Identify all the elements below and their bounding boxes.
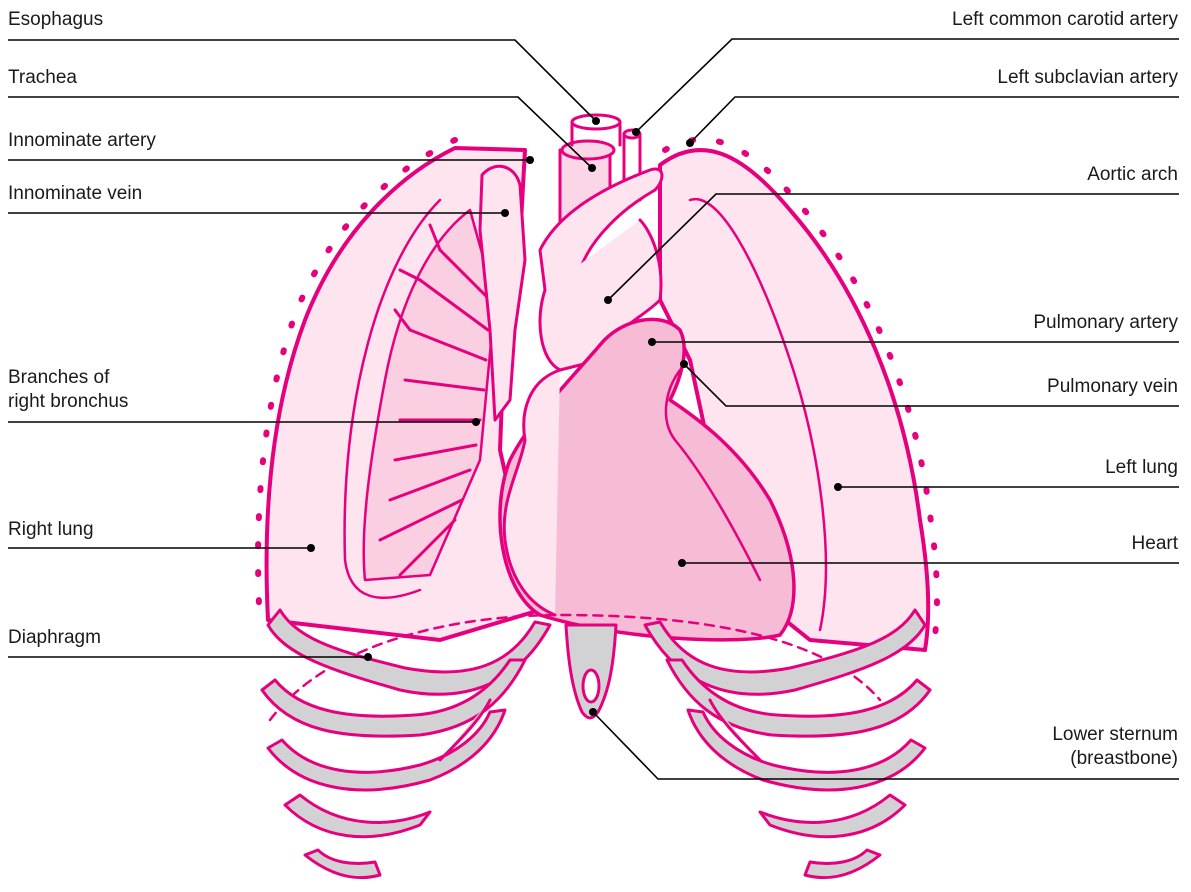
label-aortic-arch: Aortic arch <box>1087 163 1178 187</box>
label-left-common-carotid-artery: Left common carotid artery <box>952 8 1178 32</box>
label-pulmonary-vein: Pulmonary vein <box>1047 375 1178 399</box>
label-lower-sternum-line2: (breastbone) <box>1052 747 1178 771</box>
label-lower-sternum-line1: Lower sternum <box>1052 723 1178 747</box>
label-branches-right-bronchus: Branches of right bronchus <box>8 366 128 414</box>
label-right-lung: Right lung <box>8 518 94 542</box>
label-innominate-artery: Innominate artery <box>8 129 156 153</box>
label-left-lung: Left lung <box>1105 456 1178 480</box>
leader-left-subclavian-artery <box>690 97 1179 143</box>
label-branches-line2: right bronchus <box>8 390 128 414</box>
trachea-top <box>562 141 614 159</box>
label-diaphragm: Diaphragm <box>8 626 101 650</box>
label-heart: Heart <box>1132 532 1178 556</box>
label-pulmonary-artery: Pulmonary artery <box>1033 311 1178 335</box>
label-lower-sternum: Lower sternum (breastbone) <box>1052 723 1178 771</box>
label-left-subclavian-artery: Left subclavian artery <box>997 66 1178 90</box>
label-esophagus: Esophagus <box>8 8 103 32</box>
label-innominate-vein: Innominate vein <box>8 182 142 206</box>
label-branches-line1: Branches of <box>8 366 128 390</box>
label-trachea: Trachea <box>8 66 77 90</box>
leader-esophagus <box>8 40 596 121</box>
